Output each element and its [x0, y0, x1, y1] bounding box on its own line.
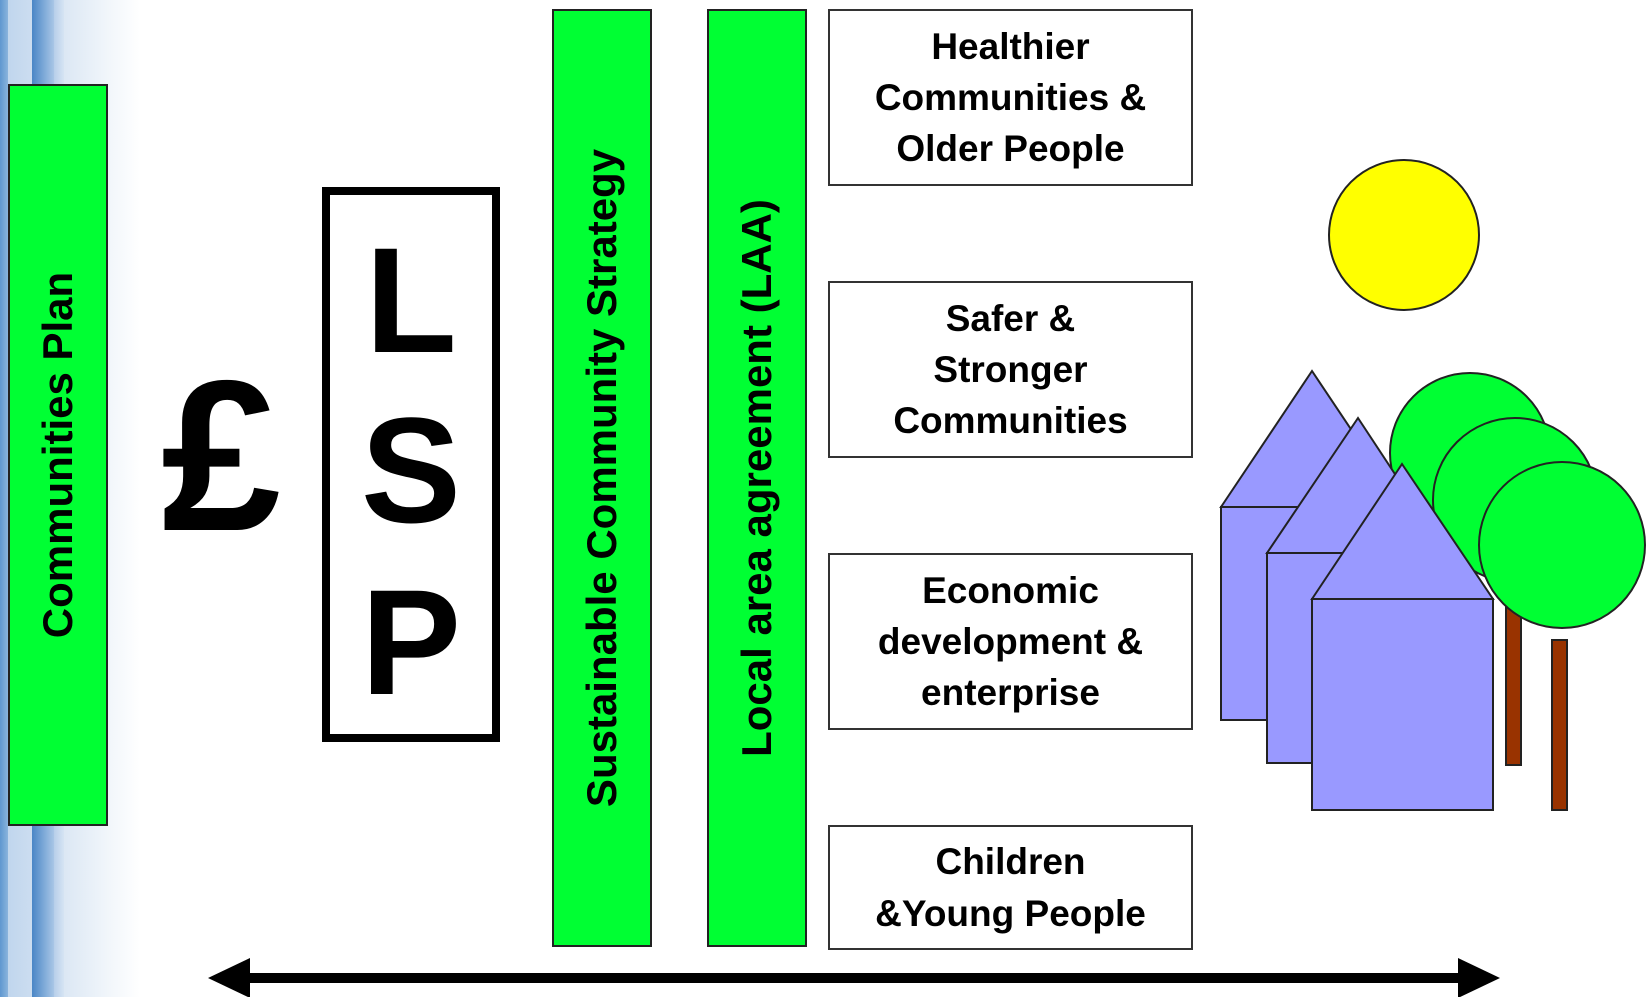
- theme-box-safer-communities: Safer & Stronger Communities: [828, 281, 1193, 458]
- sustainable-community-strategy-bar: Sustainable Community Strategy: [552, 9, 652, 947]
- house-icon: [1310, 462, 1495, 811]
- theme-label: Children &Young People: [875, 841, 1146, 934]
- lsp-letter-p: P: [360, 558, 462, 726]
- theme-label: Safer & Stronger Communities: [893, 297, 1128, 442]
- theme-box-economic-development: Economic development & enterprise: [828, 553, 1193, 730]
- sun-icon: [1328, 159, 1480, 311]
- local-area-agreement-bar: Local area agreement (LAA): [707, 9, 807, 947]
- tree-icon: [1478, 461, 1646, 629]
- theme-label: Healthier Communities & Older People: [874, 25, 1147, 170]
- lsp-letter-s: S: [360, 386, 462, 554]
- edge-stripe: [0, 0, 8, 997]
- theme-label: Economic development & enterprise: [877, 569, 1144, 714]
- lsp-letter-l: L: [365, 216, 457, 384]
- theme-box-children-young-people: Children &Young People: [828, 825, 1193, 950]
- communities-plan-bar: Communities Plan: [8, 84, 108, 826]
- theme-box-healthier-communities: Healthier Communities & Older People: [828, 9, 1193, 186]
- pound-sign-icon: £: [161, 334, 281, 576]
- tree-trunk: [1551, 639, 1568, 811]
- lsp-box: L S P: [322, 187, 500, 742]
